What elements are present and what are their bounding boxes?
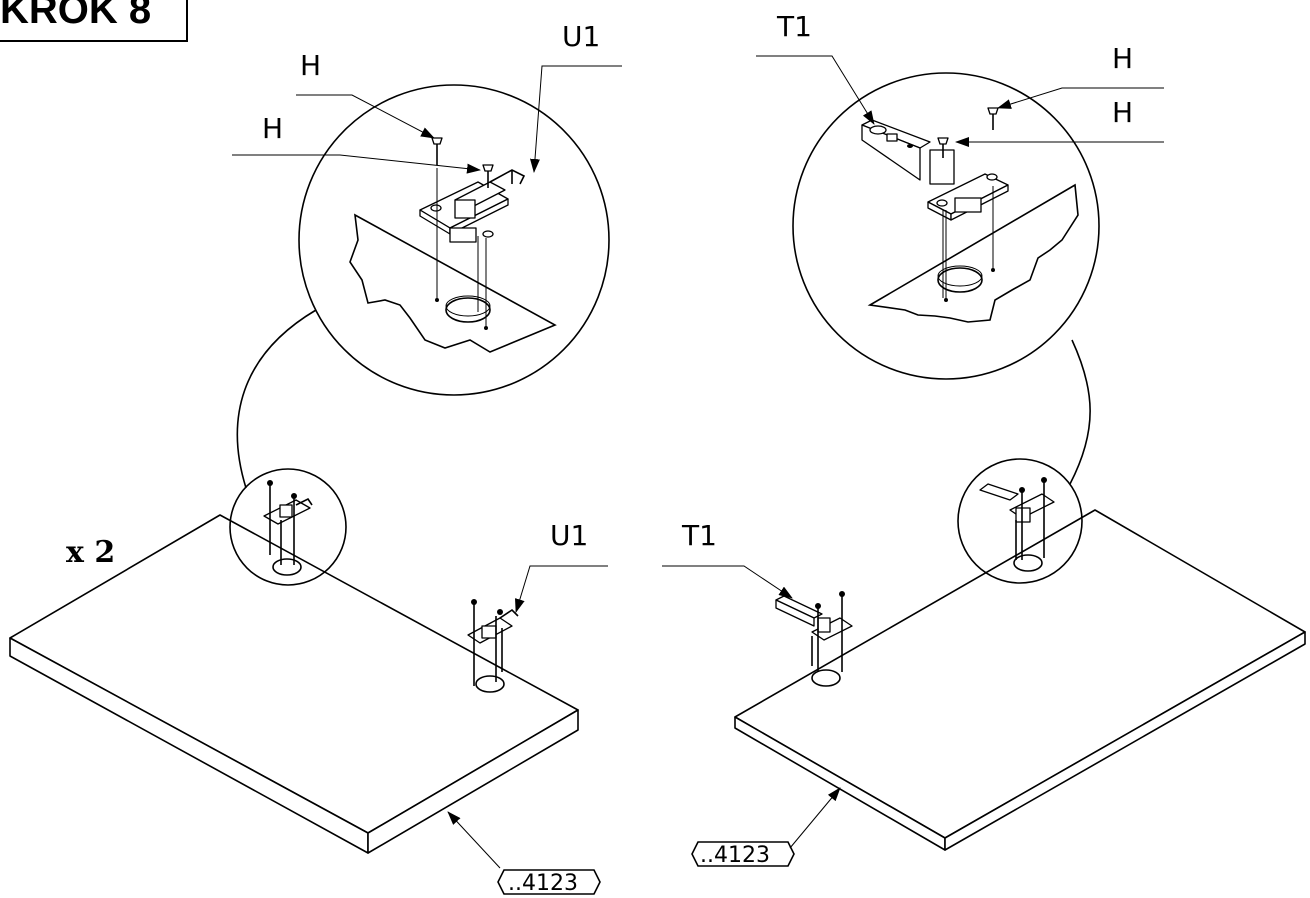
label-screw-h-right-upper: H (1112, 42, 1133, 75)
quantity-label: x 2 (66, 535, 115, 570)
label-screw-h-left-upper: H (300, 49, 321, 82)
panel-ref-right: ..4123 (700, 843, 770, 868)
callouts (232, 55, 1164, 895)
label-hinge-lower: T1 (681, 519, 717, 552)
left-panel-hardware (467, 599, 519, 686)
label-screw-h-right-lower: H (1112, 96, 1133, 129)
panel-ref-left: ..4123 (508, 871, 578, 896)
left-detail-circle-large (236, 84, 610, 489)
left-panel (9, 514, 579, 854)
right-panel-hardware (775, 591, 853, 672)
right-detail-circle-small (957, 458, 1083, 584)
right-detail-circle-large (792, 72, 1100, 485)
left-detail-circle-small (229, 468, 347, 586)
label-hinge-upper: T1 (776, 10, 812, 43)
label-screw-h-left-lower: H (262, 112, 283, 145)
step-title: KROK 8 (0, 0, 152, 32)
label-mounting-plate-upper: U1 (562, 20, 600, 53)
step-title-box: KROK 8 (0, 0, 188, 42)
label-mounting-plate-lower: U1 (550, 519, 588, 552)
right-panel (734, 509, 1306, 851)
